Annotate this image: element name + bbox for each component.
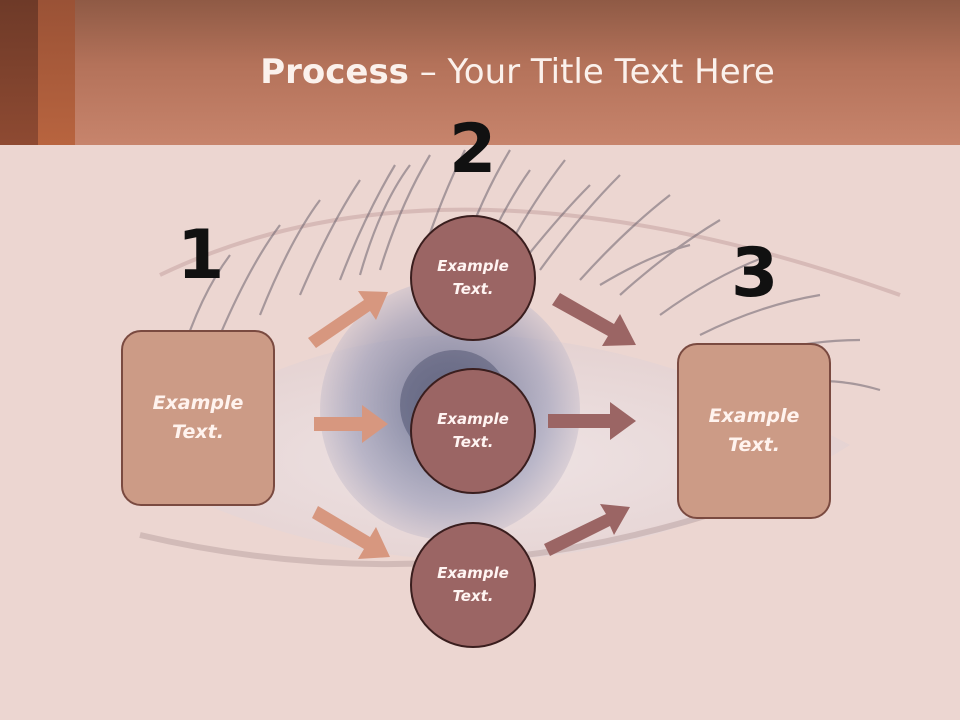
- title-bar: [0, 0, 960, 145]
- arrow-1-to-2-middle: [314, 405, 388, 443]
- step-1-label: Example Text.: [152, 392, 244, 443]
- title-bold: Process: [260, 52, 409, 92]
- arrow-1-to-2-top: [308, 291, 388, 348]
- circle-middle-label: Example Text.: [437, 410, 509, 451]
- slide-title: Process – Your Title Text Here: [75, 52, 960, 92]
- arrow-2-to-3-middle: [548, 402, 636, 440]
- step-3-box[interactable]: Example Text.: [677, 343, 831, 519]
- arrow-2-to-3-top: [552, 293, 636, 346]
- circle-bottom[interactable]: Example Text.: [410, 522, 536, 648]
- step-number-1: 1: [177, 216, 225, 295]
- step-3-label: Example Text.: [708, 405, 800, 456]
- arrow-2-to-3-bottom: [544, 504, 630, 556]
- arrow-1-to-2-bottom: [312, 506, 390, 559]
- circle-top-label: Example Text.: [437, 257, 509, 298]
- step-number-2: 2: [449, 110, 497, 189]
- step-number-3: 3: [731, 234, 779, 313]
- circle-middle[interactable]: Example Text.: [410, 368, 536, 494]
- title-rest: – Your Title Text Here: [408, 52, 775, 92]
- header-accent-stripe: [38, 0, 75, 145]
- step-1-box[interactable]: Example Text.: [121, 330, 275, 506]
- circle-top[interactable]: Example Text.: [410, 215, 536, 341]
- circle-bottom-label: Example Text.: [437, 564, 509, 605]
- header-accent-stripe: [0, 0, 38, 145]
